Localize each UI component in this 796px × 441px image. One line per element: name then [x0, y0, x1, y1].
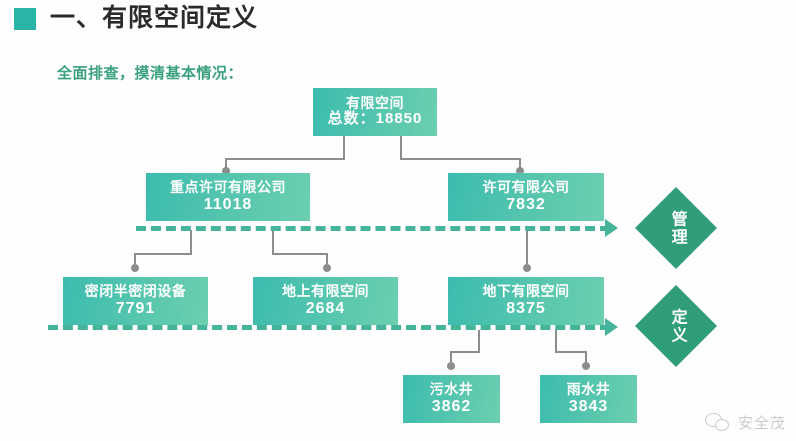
connector-root-left-drop: [225, 158, 227, 170]
connector-root-right-drop: [519, 158, 521, 170]
connector-root-left-horizontal: [225, 158, 345, 160]
diamond-label: 管理: [668, 209, 686, 246]
node-value: 7791: [115, 299, 156, 317]
connector-dot-closed: [131, 264, 139, 272]
connector-key-right-horizontal: [272, 253, 328, 255]
node-value: 总数：18850: [327, 110, 423, 128]
connector-dot-lic: [516, 167, 524, 175]
connector-key-left-stub: [190, 230, 192, 255]
connector-below-left-drop: [450, 351, 452, 365]
page-title: 一、有限空间定义: [14, 6, 258, 31]
node-value: 3843: [568, 397, 609, 415]
node-label: 重点许可有限公司: [170, 179, 286, 196]
node-label: 许可有限公司: [482, 179, 570, 196]
wechat-icon: [704, 412, 731, 433]
node-value: 2684: [305, 299, 346, 317]
diamond-label: 定义: [668, 307, 686, 344]
connector-root-left-stub: [343, 136, 345, 160]
node-label: 有限空间: [346, 94, 404, 111]
connector-root-right-stub: [400, 136, 402, 160]
diamond-definition[interactable]: 定义: [634, 284, 718, 368]
connector-dot-sewage: [447, 362, 455, 370]
connector-below-left-horizontal: [450, 351, 480, 353]
connector-key-right-drop: [326, 253, 328, 267]
node-label: 地上有限空间: [282, 283, 369, 300]
page-title-text: 一、有限空间定义: [50, 4, 259, 32]
node-value: 7832: [506, 195, 546, 213]
node-label: 雨水井: [566, 381, 611, 398]
connector-lic-stub: [526, 230, 528, 267]
title-bullet-icon: [14, 7, 36, 30]
wechat-bubble-small: [714, 418, 729, 431]
node-value: 11018: [203, 195, 253, 213]
node-label: 密闭半密闭设备: [84, 283, 187, 300]
connector-key-right-stub: [272, 230, 274, 255]
connector-below-right-stub: [555, 330, 557, 353]
connector-below-left-stub: [478, 330, 480, 353]
connector-key-left-drop: [134, 253, 136, 267]
node-licensed-company[interactable]: 许可有限公司 7832: [448, 173, 604, 221]
connector-dot-rain: [582, 362, 590, 370]
node-rainwater-well[interactable]: 雨水井 3843: [540, 375, 637, 423]
node-closed-semiclosed-equipment[interactable]: 密闭半密闭设备 7791: [63, 277, 208, 325]
node-value: 8375: [506, 299, 546, 317]
page-subtitle: 全面排查，摸清基本情况：: [57, 65, 244, 82]
node-label: 污水井: [429, 381, 474, 398]
dashed-arrow-head-management: [605, 219, 618, 237]
node-key-licensed-company[interactable]: 重点许可有限公司 11018: [146, 173, 310, 221]
watermark-text: 安全茂: [737, 415, 786, 432]
dashed-line-management: [136, 226, 610, 231]
diamond-management[interactable]: 管理: [634, 186, 718, 270]
node-value: 3862: [431, 397, 472, 415]
watermark: 安全茂: [704, 412, 786, 433]
node-underground-confined-space[interactable]: 地下有限空间 8375: [448, 277, 604, 325]
dashed-line-definition: [48, 325, 610, 330]
node-label: 地下有限空间: [482, 283, 570, 300]
connector-root-right-horizontal: [400, 158, 520, 160]
dashed-arrow-head-definition: [605, 318, 618, 336]
connector-below-right-drop: [585, 351, 587, 365]
connector-dot-above: [323, 264, 331, 272]
connector-dot-key: [222, 167, 230, 175]
connector-key-left-horizontal: [134, 253, 192, 255]
connector-below-right-horizontal: [555, 351, 587, 353]
node-sewage-well[interactable]: 污水井 3862: [403, 375, 500, 423]
connector-dot-below: [523, 264, 531, 272]
node-total-confined-space[interactable]: 有限空间 总数：18850: [313, 88, 437, 136]
node-aboveground-confined-space[interactable]: 地上有限空间 2684: [253, 277, 398, 325]
